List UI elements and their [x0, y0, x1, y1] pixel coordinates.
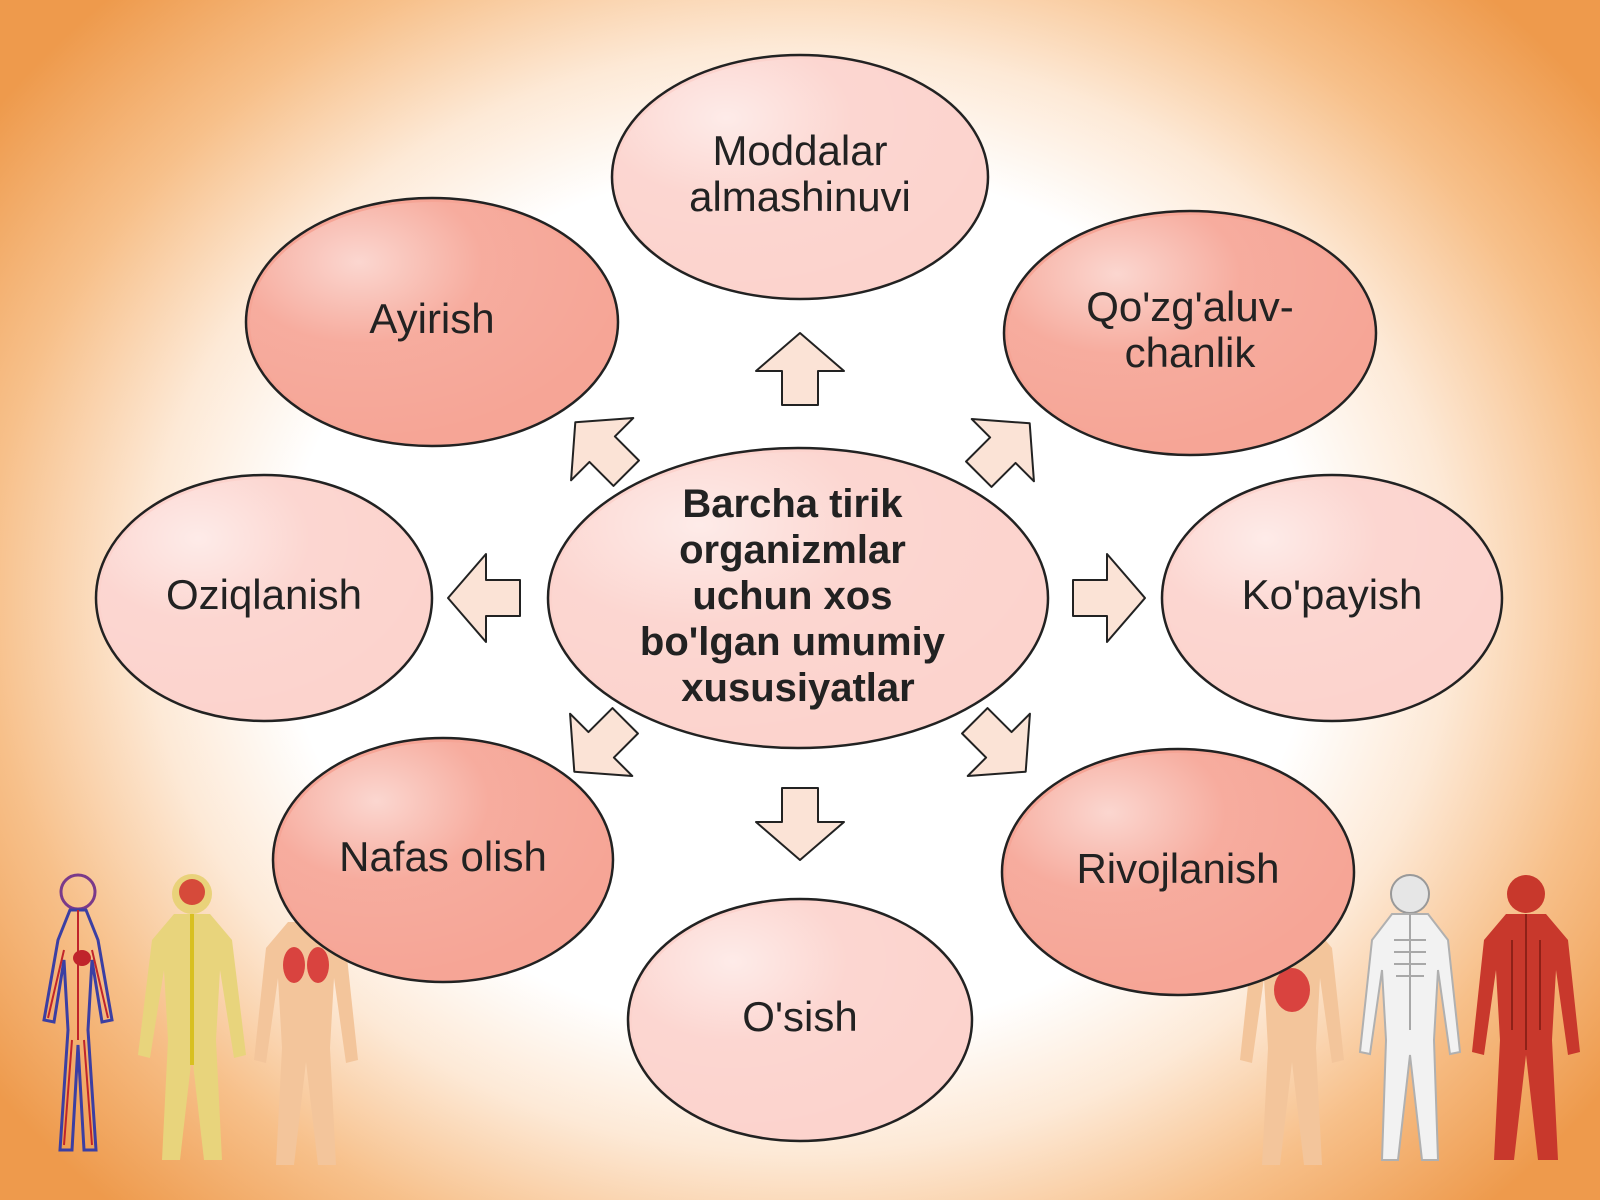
node-gloss [250, 202, 614, 442]
arrow-icon [755, 787, 845, 861]
arrow-icon [570, 417, 640, 487]
center-line: organizmlar [679, 528, 906, 572]
node-label-line: chanlik [1125, 329, 1257, 376]
node-label: Oziqlanish [166, 571, 362, 618]
node-nafas-olish: Nafas olish [271, 736, 615, 984]
node-label: O'sish [742, 993, 857, 1040]
node-osish: O'sish [626, 897, 974, 1143]
muscular-system-figure [1472, 875, 1580, 1160]
arrow-icon [1072, 553, 1146, 643]
node-gloss [616, 59, 984, 295]
center-line: uchun xos [692, 574, 892, 618]
node-label: Qo'zg'aluv-chanlik [1086, 283, 1293, 376]
node-label: Ayirish [369, 295, 494, 342]
right-anatomy-figures [1240, 874, 1580, 1165]
node-label-line: Qo'zg'aluv- [1086, 283, 1293, 330]
center-node-label: Barcha tirik organizmlar uchun xos bo'lg… [640, 482, 956, 710]
center-line: Barcha tirik [682, 482, 903, 526]
node-kopayish: Ko'payish [1160, 473, 1504, 723]
node-label: Nafas olish [339, 833, 547, 880]
node-label-line: Ko'payish [1242, 571, 1423, 618]
node-label-line: Rivojlanish [1076, 845, 1279, 892]
center-line: bo'lgan umumiy [640, 620, 946, 664]
skeletal-system-figure [1358, 874, 1462, 1161]
arrow-icon [569, 707, 639, 777]
node-label-line: O'sish [742, 993, 857, 1040]
node-gloss [1008, 215, 1372, 451]
node-qozgaluvchanlik: Qo'zg'aluv-chanlik [1002, 209, 1378, 457]
node-gloss [1166, 479, 1498, 717]
node-rivojlanish: Rivojlanish [1000, 747, 1356, 997]
center-line: xususiyatlar [681, 666, 914, 710]
node-gloss [277, 742, 609, 978]
circulatory-system-figure [42, 873, 114, 1152]
center-node: Barcha tirik organizmlar uchun xos bo'lg… [546, 446, 1050, 750]
nervous-system-figure [138, 874, 246, 1160]
node-label-line: Ayirish [369, 295, 494, 342]
node-label: Ko'payish [1242, 571, 1423, 618]
node-label: Rivojlanish [1076, 845, 1279, 892]
arrow-icon [447, 553, 521, 643]
node-label-line: almashinuvi [689, 173, 911, 220]
node-oziqlanish: Oziqlanish [94, 473, 434, 723]
arrow-group [447, 332, 1146, 861]
node-ayirish: Ayirish [244, 196, 620, 448]
node-label-line: Oziqlanish [166, 571, 362, 618]
arrow-icon [755, 332, 845, 406]
node-gloss [100, 479, 428, 717]
node-label-line: Nafas olish [339, 833, 547, 880]
center-node-gloss [552, 452, 1044, 744]
node-gloss [632, 903, 968, 1137]
node-label-line: Moddalar [712, 127, 887, 174]
arrow-icon [965, 418, 1035, 488]
arrow-icon [961, 707, 1031, 777]
node-gloss [1006, 753, 1350, 991]
